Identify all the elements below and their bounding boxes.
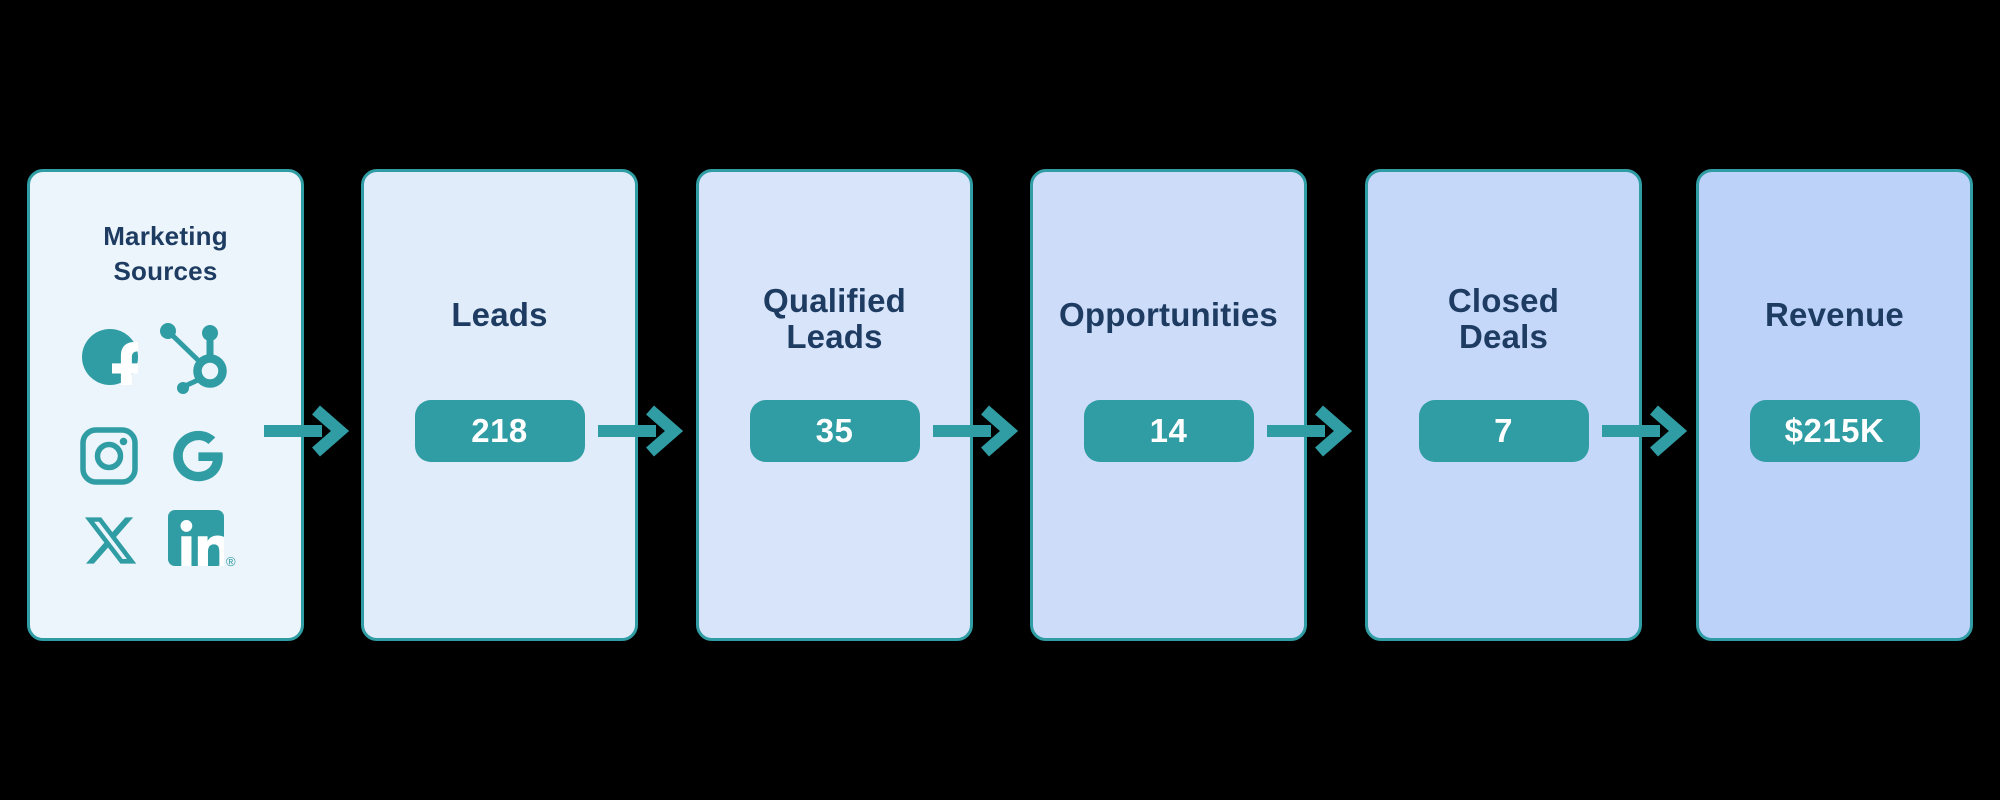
- stage-title: Leads: [451, 296, 548, 333]
- stage-card-leads: Leads 218: [361, 169, 638, 641]
- flow-arrow-icon: [1267, 405, 1353, 457]
- count-badge: 14: [1083, 400, 1254, 462]
- count-badge: 218: [414, 400, 585, 462]
- count-badge: 35: [749, 400, 920, 462]
- facebook-icon: [82, 329, 138, 385]
- stage-card-revenue: Revenue $215K: [1696, 169, 1973, 641]
- flow-arrow-icon: [1602, 405, 1688, 457]
- hubspot-icon: [157, 322, 231, 396]
- badge-value: 35: [815, 412, 854, 449]
- linkedin-icon: [168, 510, 224, 566]
- stage-card-qualified-leads: Qualified Leads 35: [696, 169, 973, 641]
- google-icon: [173, 430, 223, 482]
- flow-arrow-icon: [933, 405, 1019, 457]
- stage-title: Closed Deals: [1447, 282, 1560, 355]
- instagram-icon: [80, 427, 138, 485]
- count-badge: $215K: [1749, 400, 1920, 462]
- flow-arrow-icon: [264, 405, 350, 457]
- stage-title: Revenue: [1765, 296, 1904, 333]
- x-twitter-icon: [82, 512, 139, 569]
- badge-value: 218: [471, 412, 528, 449]
- count-badge: 7: [1418, 400, 1589, 462]
- linkedin-registered-mark: ®: [226, 554, 236, 569]
- badge-value: 14: [1149, 412, 1188, 449]
- stage-card-marketing-sources: Marketing Sources: [27, 169, 304, 641]
- stage-card-opportunities: Opportunities 14: [1030, 169, 1307, 641]
- flow-arrow-icon: [598, 405, 684, 457]
- stage-title: Qualified Leads: [763, 282, 906, 355]
- stage-title: Opportunities: [1059, 296, 1278, 333]
- stage-card-closed-deals: Closed Deals 7: [1365, 169, 1642, 641]
- badge-value: 7: [1494, 412, 1513, 449]
- stage-title: Marketing Sources: [103, 221, 228, 286]
- badge-value: $215K: [1784, 412, 1885, 449]
